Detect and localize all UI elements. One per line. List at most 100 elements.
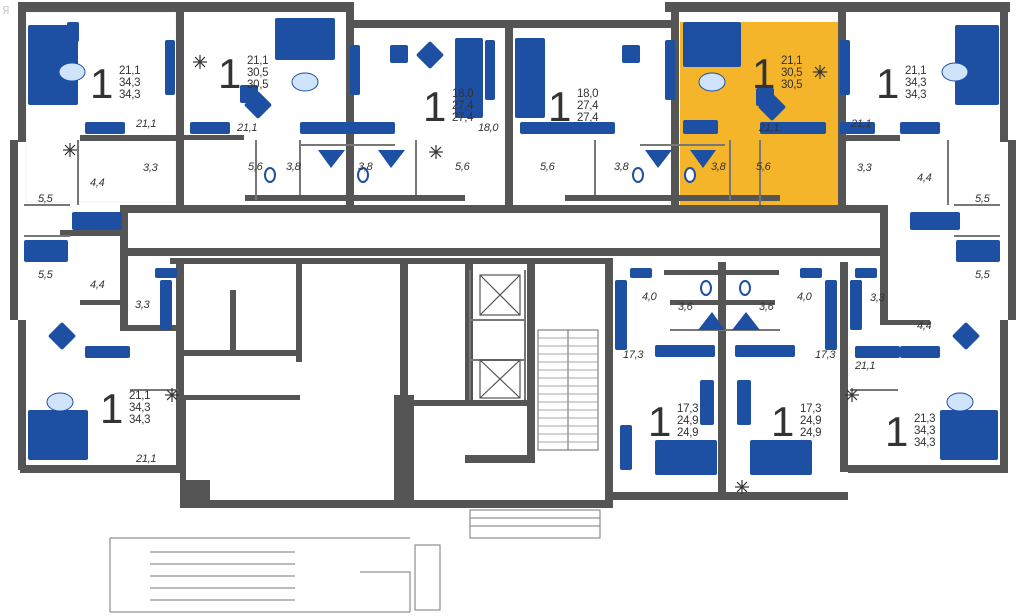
furniture-item: [85, 346, 130, 358]
apartment-room-count: 1: [752, 50, 775, 97]
room-area: 17,3: [815, 349, 836, 361]
furniture-item: [615, 280, 627, 350]
furniture-item: [800, 268, 822, 278]
dining-table: [416, 41, 444, 69]
furniture-item: [683, 22, 741, 67]
apartment-room-count: 1: [100, 385, 123, 432]
furniture-item: [940, 410, 998, 460]
shower: [645, 150, 672, 168]
stair-steps: [538, 337, 598, 443]
apartment-area: 30,5: [781, 67, 802, 79]
furniture-item: [24, 240, 68, 262]
apartment-room-count: 1: [218, 50, 241, 97]
room-area: 4,4: [917, 320, 932, 332]
dining-table: [48, 322, 76, 350]
room-area: 5,5: [975, 193, 991, 205]
furniture-item: [630, 268, 652, 278]
apartment-area: 21,1: [781, 55, 802, 67]
toilet: [739, 280, 751, 296]
furniture-item: [390, 45, 408, 63]
rug: [58, 62, 86, 82]
room-area: 3,6: [759, 301, 775, 313]
room-area: 17,3: [623, 349, 644, 361]
apartment-area: 30,5: [781, 79, 802, 91]
furniture-item: [350, 45, 360, 95]
furniture-item: [155, 268, 177, 278]
apartment-area: 34,3: [119, 77, 140, 89]
apartment-area: 17,3: [800, 403, 821, 415]
rug: [698, 72, 726, 92]
dining-table: [758, 93, 786, 121]
furniture-item: [520, 122, 615, 134]
apartment-area: 21,1: [905, 65, 926, 77]
plant-icon: [845, 388, 859, 402]
shower: [318, 150, 345, 168]
dining-table: [244, 91, 272, 119]
furniture-item: [165, 40, 175, 95]
apartment-area: 21,1: [247, 55, 268, 67]
rug: [46, 392, 74, 412]
plant-icon: [813, 65, 827, 79]
apartment-area: 24,9: [800, 415, 821, 427]
furniture-item: [665, 40, 675, 100]
furniture-item: [67, 22, 79, 42]
room-area: 21,1: [236, 122, 257, 134]
shower: [378, 150, 405, 168]
furniture-item: [737, 380, 751, 425]
apartment-area: 34,3: [119, 89, 140, 101]
room-area: 3,3: [135, 299, 151, 311]
plant-icon: [63, 143, 77, 157]
apartment-area: 27,4: [577, 100, 599, 112]
room-area: 21,1: [135, 453, 156, 465]
room-area: 3,3: [143, 162, 159, 174]
room-area: 4,4: [90, 279, 105, 291]
furniture-item: [825, 280, 837, 350]
furniture-item: [850, 280, 862, 330]
furniture-item: [900, 346, 940, 358]
entrance-ramp: [109, 509, 601, 613]
room-area: 3,8: [614, 161, 630, 173]
room-area: 4,0: [642, 291, 658, 303]
room-area: 21,1: [854, 360, 875, 372]
furniture-item: [683, 120, 718, 134]
apartment-area: 34,3: [129, 402, 150, 414]
apartment-area: 24,9: [677, 427, 698, 439]
apartment-area: 24,9: [800, 427, 821, 439]
room-area: 21,1: [850, 118, 871, 130]
plant-icon: [165, 388, 179, 402]
apartment-area: 21,1: [119, 65, 140, 77]
apartment-room-count: 1: [771, 398, 794, 445]
toilet: [264, 167, 276, 183]
apartment-area: 17,3: [677, 403, 698, 415]
room-area: 3,3: [870, 292, 886, 304]
room-area: 4,4: [917, 172, 932, 184]
furniture-item: [28, 410, 88, 460]
furniture-item: [300, 122, 395, 134]
apartment-room-count: 1: [423, 83, 446, 130]
furniture-item: [900, 122, 940, 134]
apartment-room-count: 1: [548, 83, 571, 130]
elevator-shafts: [479, 274, 521, 399]
shower: [732, 312, 760, 330]
rug: [291, 72, 319, 92]
furniture-item: [735, 345, 795, 357]
furniture-item: [485, 40, 495, 100]
apartment-highlight[interactable]: [680, 22, 838, 205]
furniture-item: [160, 280, 172, 330]
room-area: 5,6: [455, 161, 471, 173]
toilet: [357, 167, 369, 183]
furniture-item: [655, 345, 715, 357]
apartment-room-count: 1: [876, 60, 899, 107]
